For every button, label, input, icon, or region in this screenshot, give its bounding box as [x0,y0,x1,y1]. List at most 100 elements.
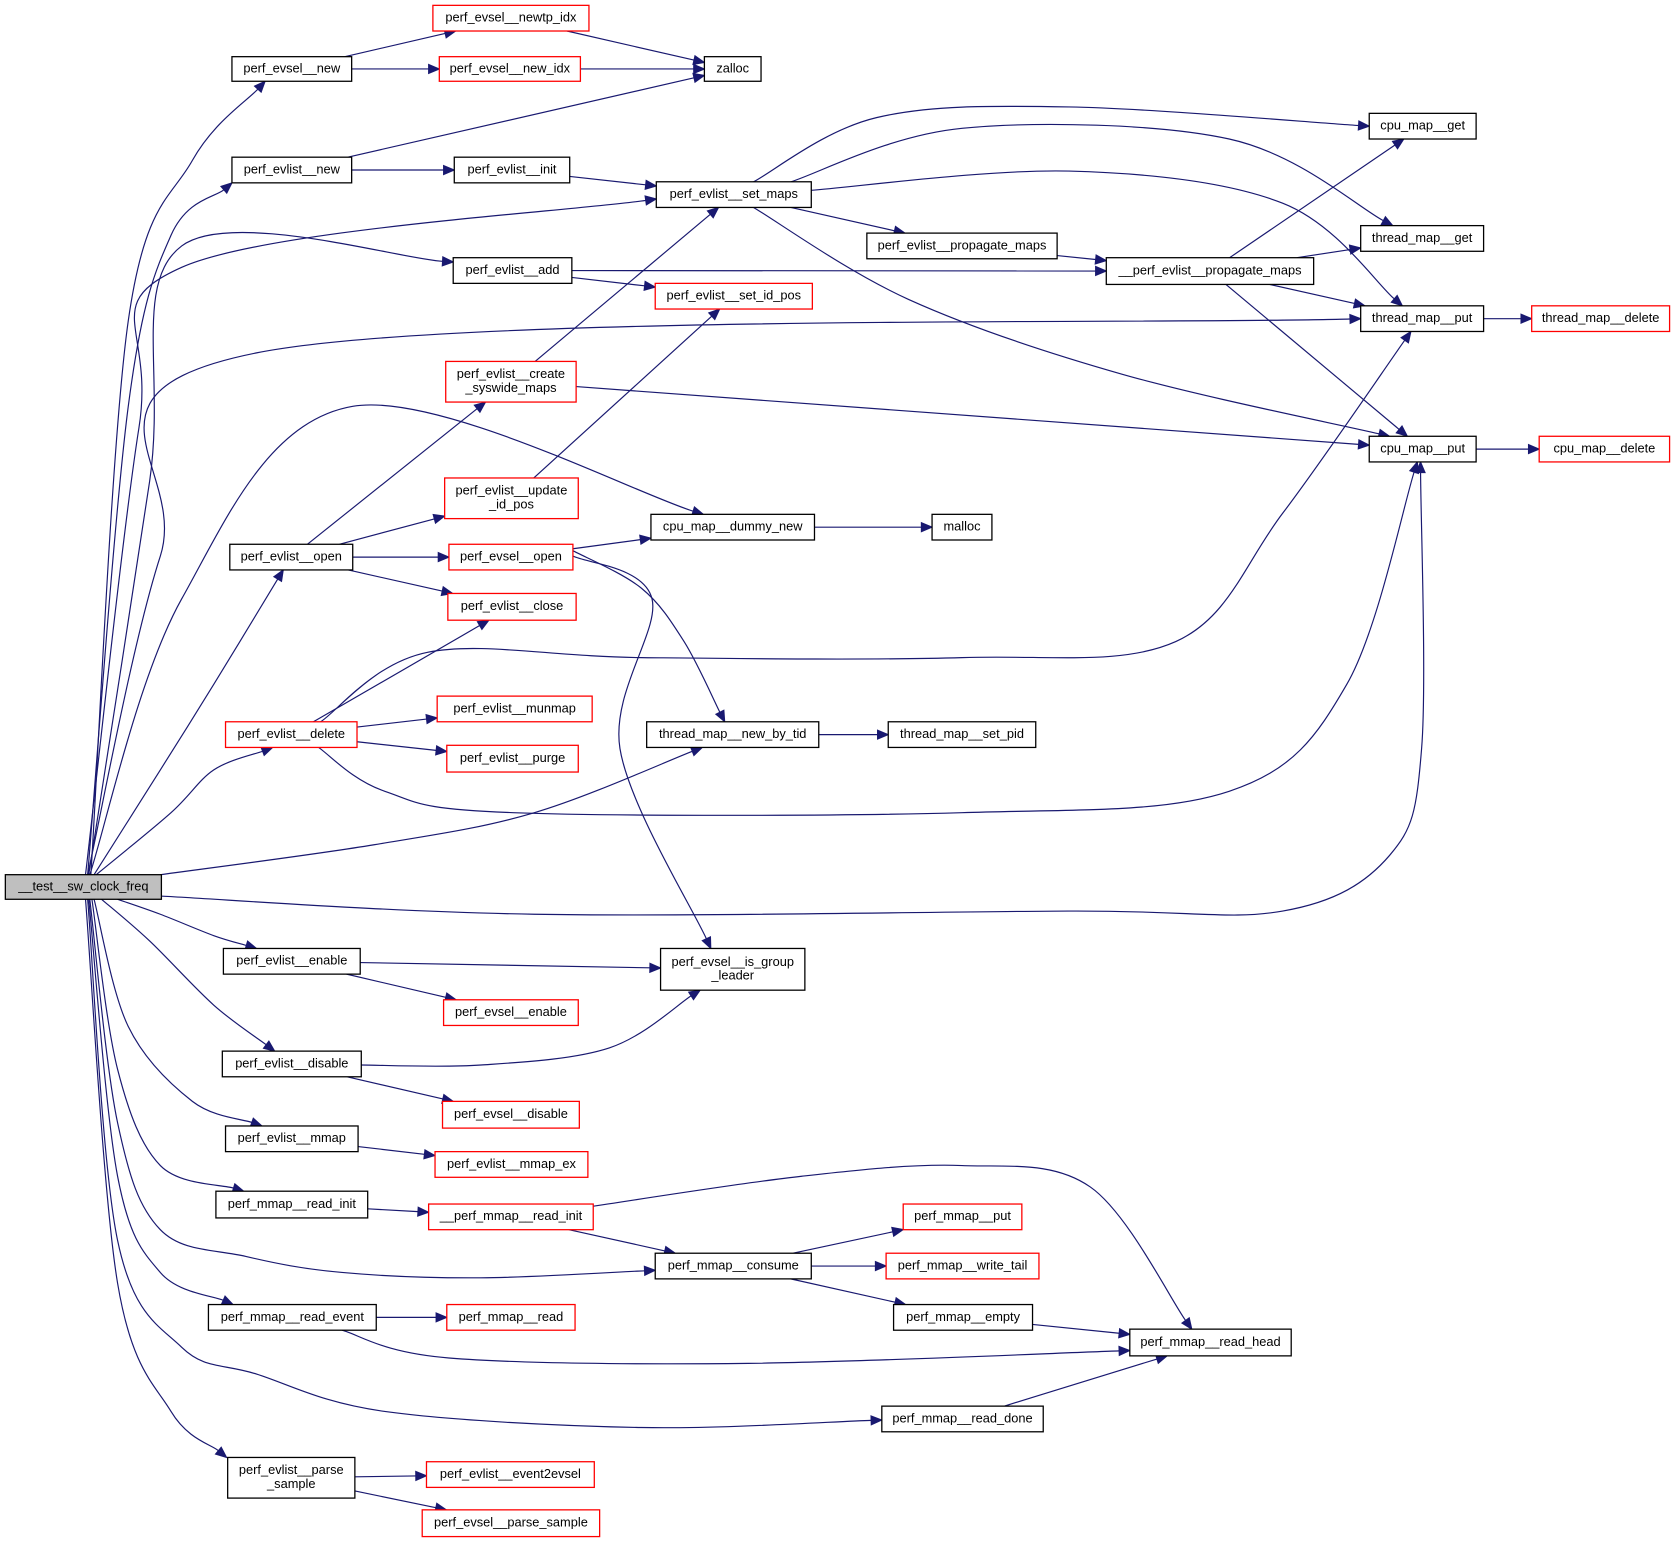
node-box[interactable] [452,257,573,285]
node-box[interactable] [1368,435,1477,463]
node-box[interactable] [1360,305,1485,333]
node-perf-mmap-read-head[interactable]: perf_mmap__read_head [1129,1328,1292,1357]
node-box[interactable] [442,999,579,1027]
node-thread-map-delete[interactable]: thread_map__delete [1531,305,1671,333]
node-box[interactable] [453,156,571,184]
node-perf-evsel-disable[interactable]: perf_evsel__disable [441,1100,580,1129]
node-box[interactable] [4,874,163,900]
node-perf-evlist-mmap[interactable]: perf_evlist__mmap [224,1125,359,1153]
node-box[interactable] [436,695,593,723]
node-box[interactable] [446,1303,576,1331]
node-box[interactable] [866,232,1058,260]
node-box[interactable] [224,721,358,749]
node-box[interactable] [650,513,816,541]
node-box[interactable] [902,1203,1023,1231]
node-box[interactable] [646,721,820,749]
node-box[interactable] [441,1100,580,1129]
node-perf-mmap-read-init[interactable]: perf_mmap__read_init [215,1190,369,1219]
node-perf-mmap-empty[interactable]: perf_mmap__empty [892,1303,1034,1331]
node-perf-evlist-update-id-pos[interactable]: perf_evlist__update_id_pos [444,477,579,520]
node-box[interactable] [654,282,813,310]
node-box[interactable] [222,947,361,975]
node-perf-mmap-read-done[interactable]: perf_mmap__read_done [881,1405,1044,1433]
node-perf-evlist-set-id-pos[interactable]: perf_evlist__set_id_pos [654,282,813,310]
node-perf-evlist-create-syswide-maps[interactable]: perf_evlist__create_syswide_maps [445,360,577,403]
node-perf-evlist-delete[interactable]: perf_evlist__delete [224,721,358,749]
node-perf-evsel-is-group-leader[interactable]: perf_evsel__is_group_leader [659,947,806,991]
node-box[interactable] [229,543,354,571]
node-perf-evlist-propagate-maps[interactable]: perf_evlist__propagate_maps [866,232,1058,260]
node-box[interactable] [227,1456,356,1499]
node-perf-evlist-init[interactable]: perf_evlist__init [453,156,571,184]
node-box[interactable] [1105,257,1315,286]
node-thread-map-get[interactable]: thread_map__get [1360,224,1485,252]
node-box[interactable] [231,156,353,184]
node-perf-evsel-enable[interactable]: perf_evsel__enable [442,999,579,1027]
node-perf-evlist-propagate-maps[interactable]: __perf_evlist__propagate_maps [1105,257,1315,286]
node-perf-evsel-new-idx[interactable]: perf_evsel__new_idx [438,56,582,82]
node-box[interactable] [1129,1328,1292,1357]
node-zalloc[interactable]: zalloc [703,56,762,82]
node-perf-evlist-add[interactable]: perf_evlist__add [452,257,573,285]
node-cpu-map-put[interactable]: cpu_map__put [1368,435,1477,463]
node-box[interactable] [1531,305,1671,333]
node-box[interactable] [885,1252,1040,1280]
node-perf-evlist-parse-sample[interactable]: perf_evlist__parse_sample [227,1456,356,1499]
node-perf-evsel-open[interactable]: perf_evsel__open [448,543,574,571]
node-box[interactable] [654,1252,812,1280]
node-perf-evlist-munmap[interactable]: perf_evlist__munmap [436,695,593,723]
node-box[interactable] [447,592,577,621]
node-cpu-map-get[interactable]: cpu_map__get [1368,112,1477,140]
node-box[interactable] [221,1050,362,1078]
node-box[interactable] [224,1125,359,1153]
node-perf-evsel-new[interactable]: perf_evsel__new [231,56,353,82]
node-perf-mmap-read-event[interactable]: perf_mmap__read_event [207,1303,377,1331]
node-box[interactable] [1368,112,1477,140]
node-root[interactable]: __test__sw_clock_freq [4,874,163,900]
node-cpu-map-dummy-new[interactable]: cpu_map__dummy_new [650,513,816,541]
node-box[interactable] [659,947,806,991]
node-thread-map-set-pid[interactable]: thread_map__set_pid [887,721,1037,749]
node-perf-evlist-purge[interactable]: perf_evlist__purge [446,744,579,773]
node-box[interactable] [445,360,577,403]
node-box[interactable] [432,4,590,32]
node-box[interactable] [892,1303,1034,1331]
node-box[interactable] [655,181,812,209]
node-perf-evlist-set-maps[interactable]: perf_evlist__set_maps [655,181,812,209]
node-thread-map-put[interactable]: thread_map__put [1360,305,1485,333]
node-perf-mmap-put[interactable]: perf_mmap__put [902,1203,1023,1231]
node-perf-evsel-parse-sample[interactable]: perf_evsel__parse_sample [421,1509,601,1538]
node-box[interactable] [931,513,993,541]
node-perf-evlist-mmap-ex[interactable]: perf_evlist__mmap_ex [434,1150,589,1178]
node-perf-evlist-enable[interactable]: perf_evlist__enable [222,947,361,975]
node-box[interactable] [1538,435,1671,463]
node-box[interactable] [448,543,574,571]
node-malloc[interactable]: malloc [931,513,993,541]
node-box[interactable] [434,1150,589,1178]
node-perf-evlist-new[interactable]: perf_evlist__new [231,156,353,184]
node-perf-evsel-newtp-idx[interactable]: perf_evsel__newtp_idx [432,4,590,32]
node-box[interactable] [427,1203,594,1231]
node-perf-mmap-read-init[interactable]: __perf_mmap__read_init [427,1203,594,1231]
node-box[interactable] [1360,224,1485,252]
node-perf-mmap-write-tail[interactable]: perf_mmap__write_tail [885,1252,1040,1280]
node-box[interactable] [444,477,579,520]
node-perf-mmap-read[interactable]: perf_mmap__read [446,1303,576,1331]
node-cpu-map-delete[interactable]: cpu_map__delete [1538,435,1671,463]
node-box[interactable] [215,1190,369,1219]
node-box[interactable] [231,56,353,82]
node-box[interactable] [703,56,762,82]
node-thread-map-new-by-tid[interactable]: thread_map__new_by_tid [646,721,820,749]
node-box[interactable] [438,56,582,82]
node-box[interactable] [421,1509,601,1538]
node-box[interactable] [887,721,1037,749]
node-perf-evlist-event2evsel[interactable]: perf_evlist__event2evsel [425,1461,595,1489]
node-box[interactable] [207,1303,377,1331]
node-box[interactable] [425,1461,595,1489]
node-perf-mmap-consume[interactable]: perf_mmap__consume [654,1252,812,1280]
node-perf-evlist-close[interactable]: perf_evlist__close [447,592,577,621]
node-perf-evlist-open[interactable]: perf_evlist__open [229,543,354,571]
node-box[interactable] [446,744,579,773]
node-perf-evlist-disable[interactable]: perf_evlist__disable [221,1050,362,1078]
node-box[interactable] [881,1405,1044,1433]
